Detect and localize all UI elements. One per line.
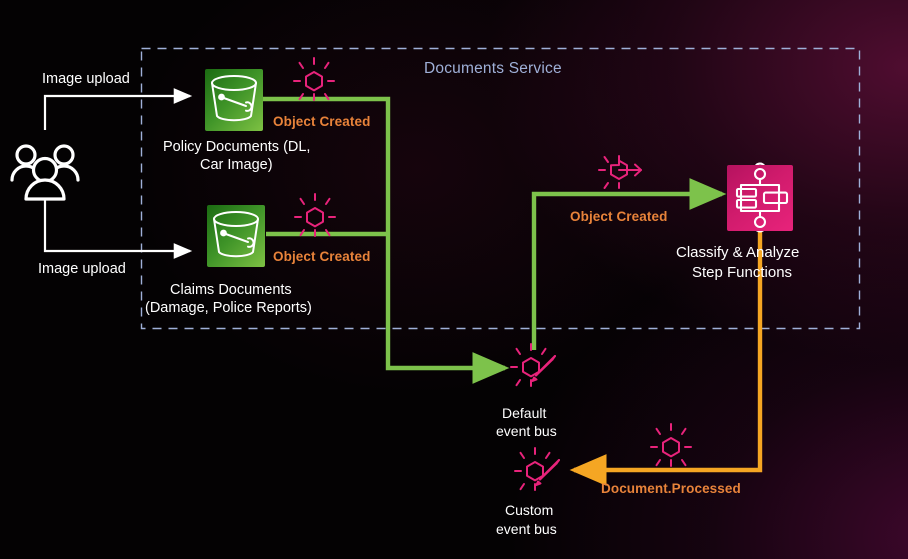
rule-object-created-label: Object Created (570, 209, 668, 224)
users-group-icon (10, 144, 80, 201)
boundary-title: Documents Service (424, 60, 562, 77)
claims-bucket-label-line2: (Damage, Police Reports) (145, 300, 312, 316)
eventbridge-bus-icon-custom (514, 447, 560, 491)
documents-service-boundary (140, 47, 861, 330)
claims-object-created-label: Object Created (273, 249, 371, 264)
eventbridge-event-icon-policy (293, 57, 335, 101)
upload-label-top: Image upload (42, 71, 130, 87)
s3-bucket-tile-claims[interactable] (207, 205, 265, 267)
eventbridge-rule-icon (598, 155, 642, 189)
eventbridge-event-icon-processed (650, 423, 692, 467)
policy-bucket-label-line2: Car Image) (200, 157, 273, 173)
policy-object-created-label: Object Created (273, 114, 371, 129)
upload-connector-top (43, 88, 193, 130)
s3-bucket-tile-policy[interactable] (205, 69, 263, 131)
step-functions-label-line2: Step Functions (692, 264, 793, 281)
eventbridge-bus-icon-default (510, 343, 556, 387)
upload-label-bottom: Image upload (38, 261, 126, 277)
policy-bucket-label-line1: Policy Documents (DL, (163, 139, 311, 155)
document-processed-label: Document.Processed (601, 481, 741, 496)
eventbridge-event-icon-claims (294, 193, 336, 237)
flow-default-bus-to-step-functions (531, 178, 727, 350)
upload-connector-bottom (43, 199, 193, 259)
flow-document-processed-return (569, 232, 763, 486)
default-bus-label-line1: Default (502, 405, 547, 421)
claims-bucket-label-line1: Claims Documents (170, 282, 292, 298)
step-functions-tile[interactable] (727, 165, 793, 231)
custom-bus-label-line1: Custom (505, 502, 554, 518)
default-bus-label-line2: event bus (496, 423, 557, 439)
step-functions-label-line1: Classify & Analyze (676, 244, 800, 261)
custom-bus-label-line2: event bus (496, 521, 557, 537)
